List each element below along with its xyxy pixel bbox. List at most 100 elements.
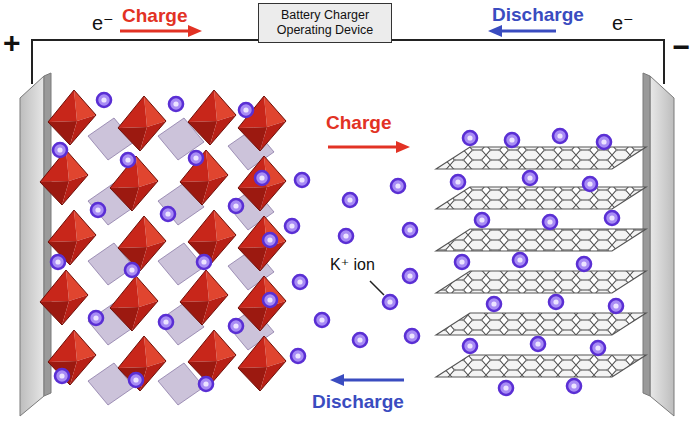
box-text: Battery Charger Operating Device [265, 8, 385, 38]
k-ion-core [95, 207, 100, 212]
k-ion [189, 151, 203, 165]
discharge-arrow [342, 379, 404, 382]
k-ion-core [125, 157, 130, 162]
graphene-layer [436, 355, 646, 377]
k-ion-core [407, 273, 412, 278]
wire [32, 40, 258, 84]
k-ion [609, 299, 623, 313]
k-ion-core [581, 261, 586, 266]
k-ion-core [133, 377, 138, 382]
k-ion [353, 333, 367, 347]
k-ion-core [455, 179, 460, 184]
arrow-head [188, 25, 202, 37]
k-ion [263, 293, 277, 307]
k-ion-core [59, 373, 64, 378]
graphene-layer [436, 271, 646, 293]
k-ion-core [467, 343, 472, 348]
octahedron-edge [238, 276, 286, 331]
k-ion-core [547, 219, 552, 224]
k-ion-core [571, 383, 576, 388]
electron-label: e⁻ [92, 12, 114, 34]
k-ion-core [503, 385, 508, 390]
arrow-head [488, 25, 502, 37]
k-ion [91, 203, 105, 217]
k-ion-core [259, 175, 264, 180]
electron-label: e⁻ [612, 12, 634, 34]
k-ion-core [201, 259, 206, 264]
k-ion [129, 373, 143, 387]
electrode-plate [20, 76, 44, 416]
charge-arrow [120, 30, 190, 33]
octahedron-edge [238, 156, 286, 211]
k-ion-core [193, 155, 198, 160]
octahedron-edge [188, 330, 236, 385]
graphene-layer [436, 229, 646, 251]
k-ion-core [601, 139, 606, 144]
k-ion-core [267, 237, 272, 242]
k-ion-core [129, 267, 134, 272]
k-ion-core [459, 259, 464, 264]
k-ion-core [163, 319, 168, 324]
k-ion [229, 199, 243, 213]
k-ion [487, 297, 501, 311]
k-ion-core [609, 215, 614, 220]
octahedron-edge [40, 270, 88, 325]
k-ion-core [587, 181, 592, 186]
k-ion [55, 369, 69, 383]
k-ion [121, 153, 135, 167]
k-ion [577, 257, 591, 271]
graphene-layer [436, 147, 646, 169]
octahedron-edge [48, 90, 96, 145]
k-ion [553, 129, 567, 143]
electrode-plate [650, 76, 674, 416]
k-ion [403, 269, 417, 283]
charge-label: Charge [122, 6, 187, 27]
k-ion [51, 255, 65, 269]
k-ion-core [517, 257, 522, 262]
k-ion-core [467, 135, 472, 140]
charge-arrow [328, 146, 398, 149]
arrow-head [396, 141, 410, 153]
k-ion [403, 223, 417, 237]
k-ion [229, 319, 243, 333]
k-ion-core [233, 203, 238, 208]
octahedron-edge [118, 336, 166, 391]
octahedron-edge [238, 216, 286, 271]
k-ion [53, 143, 67, 157]
wire [392, 40, 664, 84]
device-box: Battery Charger Operating Device [258, 3, 392, 43]
k-ion-core [527, 175, 532, 180]
k-ion [263, 233, 277, 247]
k-ion-core [357, 337, 362, 342]
k-ion-core [491, 301, 496, 306]
k-ion [199, 377, 213, 391]
k-ion-core [613, 303, 618, 308]
k-ion [315, 313, 329, 327]
k-ion [291, 349, 305, 363]
k-ion [505, 133, 519, 147]
discharge-arrow [500, 30, 556, 33]
polarity-sign: + [3, 26, 21, 59]
electrode-edge [643, 73, 650, 396]
k-ion-core [479, 217, 484, 222]
k-ion-core [173, 101, 178, 106]
k-ion-core [267, 297, 272, 302]
k-ion-core [289, 223, 294, 228]
k-ion [239, 103, 253, 117]
k-ion [463, 339, 477, 353]
arrow-head [330, 374, 344, 386]
k-ion [391, 179, 405, 193]
octahedron-edge [188, 90, 236, 145]
k-ion [293, 275, 307, 289]
k-ion [97, 93, 111, 107]
k-ion [405, 329, 419, 343]
k-ion-core [57, 147, 62, 152]
k-ion [169, 97, 183, 111]
k-ion [339, 229, 353, 243]
k-ion [343, 193, 357, 207]
k-ion [451, 175, 465, 189]
k-ion [455, 255, 469, 269]
octahedron-edge [238, 336, 286, 391]
k-ion-core [409, 333, 414, 338]
k-ion [513, 253, 527, 267]
